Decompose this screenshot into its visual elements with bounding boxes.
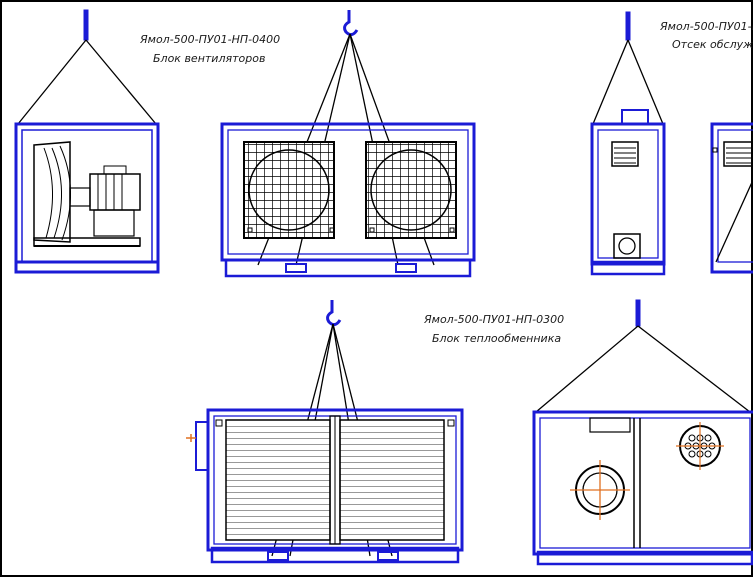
pipe-flange-icon bbox=[676, 422, 724, 470]
heat-exchanger-icon bbox=[339, 419, 445, 541]
heat-block-code: Ямол-500-ПУ01-НП-0300 bbox=[423, 313, 564, 326]
motor-icon bbox=[89, 165, 141, 237]
heat-exchanger-icon bbox=[225, 419, 331, 541]
lift-post bbox=[83, 9, 89, 41]
fan-grille-icon bbox=[243, 141, 335, 239]
lifting-hook-icon bbox=[343, 10, 359, 37]
pipe-flange-icon bbox=[570, 460, 630, 520]
service-block-name: Отсек обслужив bbox=[672, 38, 753, 51]
heat-block-side-view bbox=[532, 299, 753, 566]
service-block-side-view bbox=[590, 11, 666, 276]
fan-icon bbox=[33, 141, 91, 243]
fan-block-side-view bbox=[14, 9, 160, 274]
lifting-hook-icon bbox=[326, 300, 342, 327]
service-block-front-view bbox=[710, 122, 753, 274]
service-block-code: Ямол-500-ПУ01-НП bbox=[659, 20, 753, 33]
heat-block-front-view bbox=[186, 300, 464, 564]
fan-grille-icon bbox=[365, 141, 457, 239]
louver-icon bbox=[611, 141, 639, 167]
fan-block-code: Ямол-500-ПУ01-НП-0400 bbox=[139, 33, 280, 46]
pipe-flange-icon bbox=[186, 421, 209, 471]
heat-block-name: Блок теплообменника bbox=[432, 332, 561, 345]
fan-block-front-view bbox=[220, 10, 476, 278]
fan-block-name: Блок вентиляторов bbox=[153, 52, 265, 65]
